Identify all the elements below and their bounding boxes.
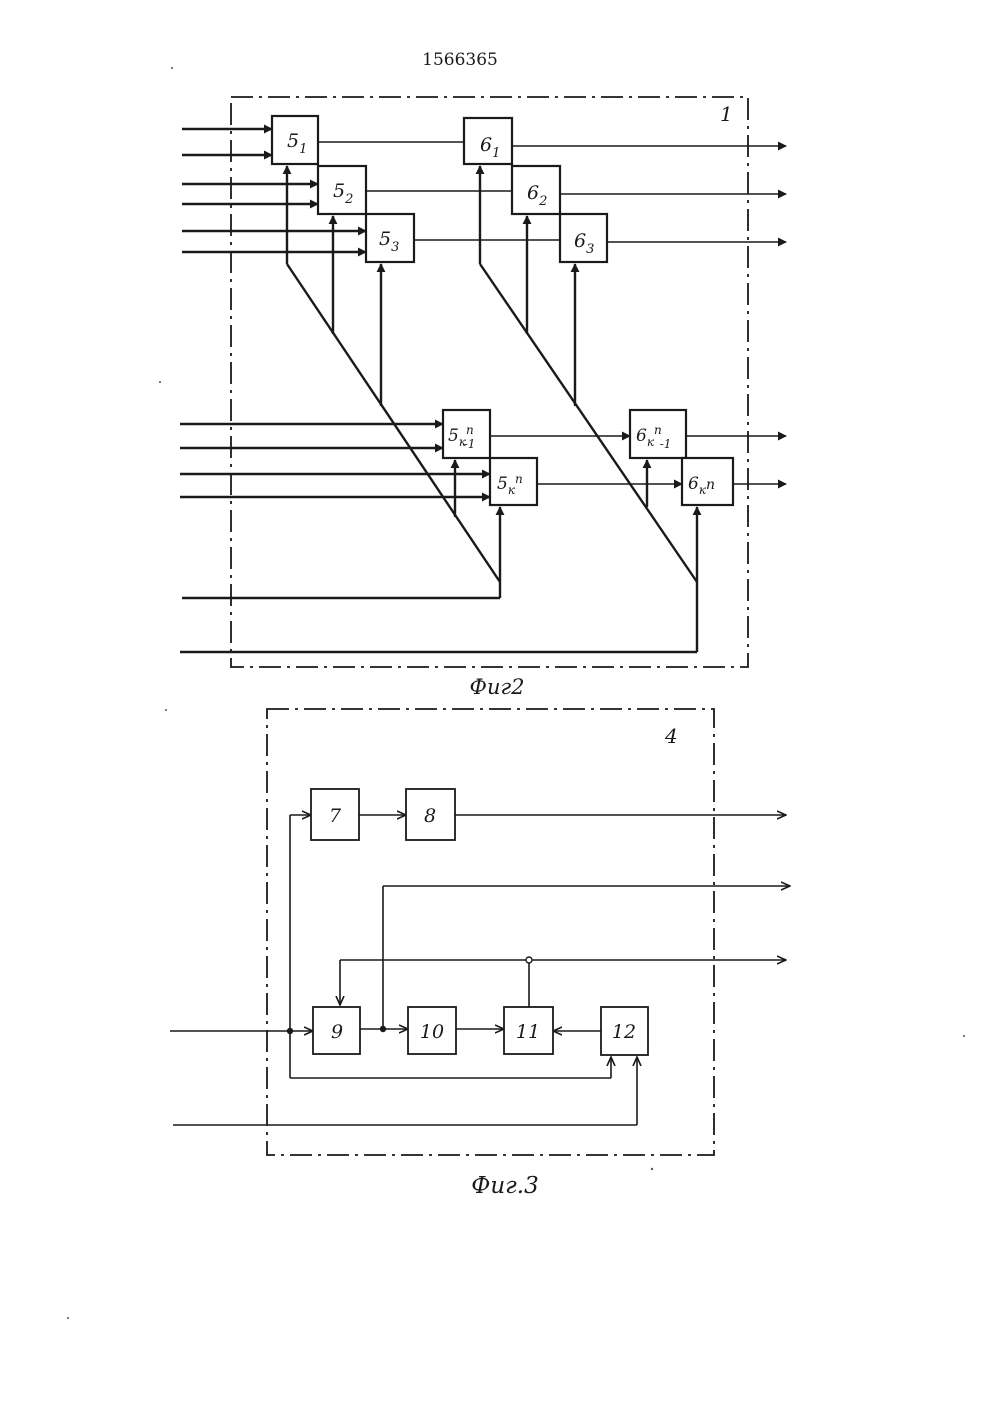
label-10: 10 xyxy=(420,1021,444,1043)
fig3-connections xyxy=(170,815,790,1125)
fig3-block-number: 4 xyxy=(664,724,678,748)
label-12: 12 xyxy=(612,1021,636,1043)
control-bus-6 xyxy=(180,166,697,652)
junction-11-output xyxy=(526,957,532,963)
fig2-block-number: 1 xyxy=(720,102,733,126)
fig3-block-labels: 7 8 9 10 11 12 4 Фиг.3 xyxy=(329,724,678,1199)
label-7: 7 xyxy=(329,805,342,827)
label-8: 8 xyxy=(424,805,436,827)
figure-3 xyxy=(170,709,790,1155)
fig2-caption: Фиг2 xyxy=(470,675,525,699)
label-11: 11 xyxy=(516,1021,540,1043)
block-1-boundary xyxy=(231,97,748,667)
block-4-boundary xyxy=(267,709,714,1155)
label-9: 9 xyxy=(331,1021,343,1043)
figure-2 xyxy=(180,97,786,667)
fig3-caption: Фиг.3 xyxy=(471,1173,538,1199)
patent-number: 1566365 xyxy=(422,50,498,70)
